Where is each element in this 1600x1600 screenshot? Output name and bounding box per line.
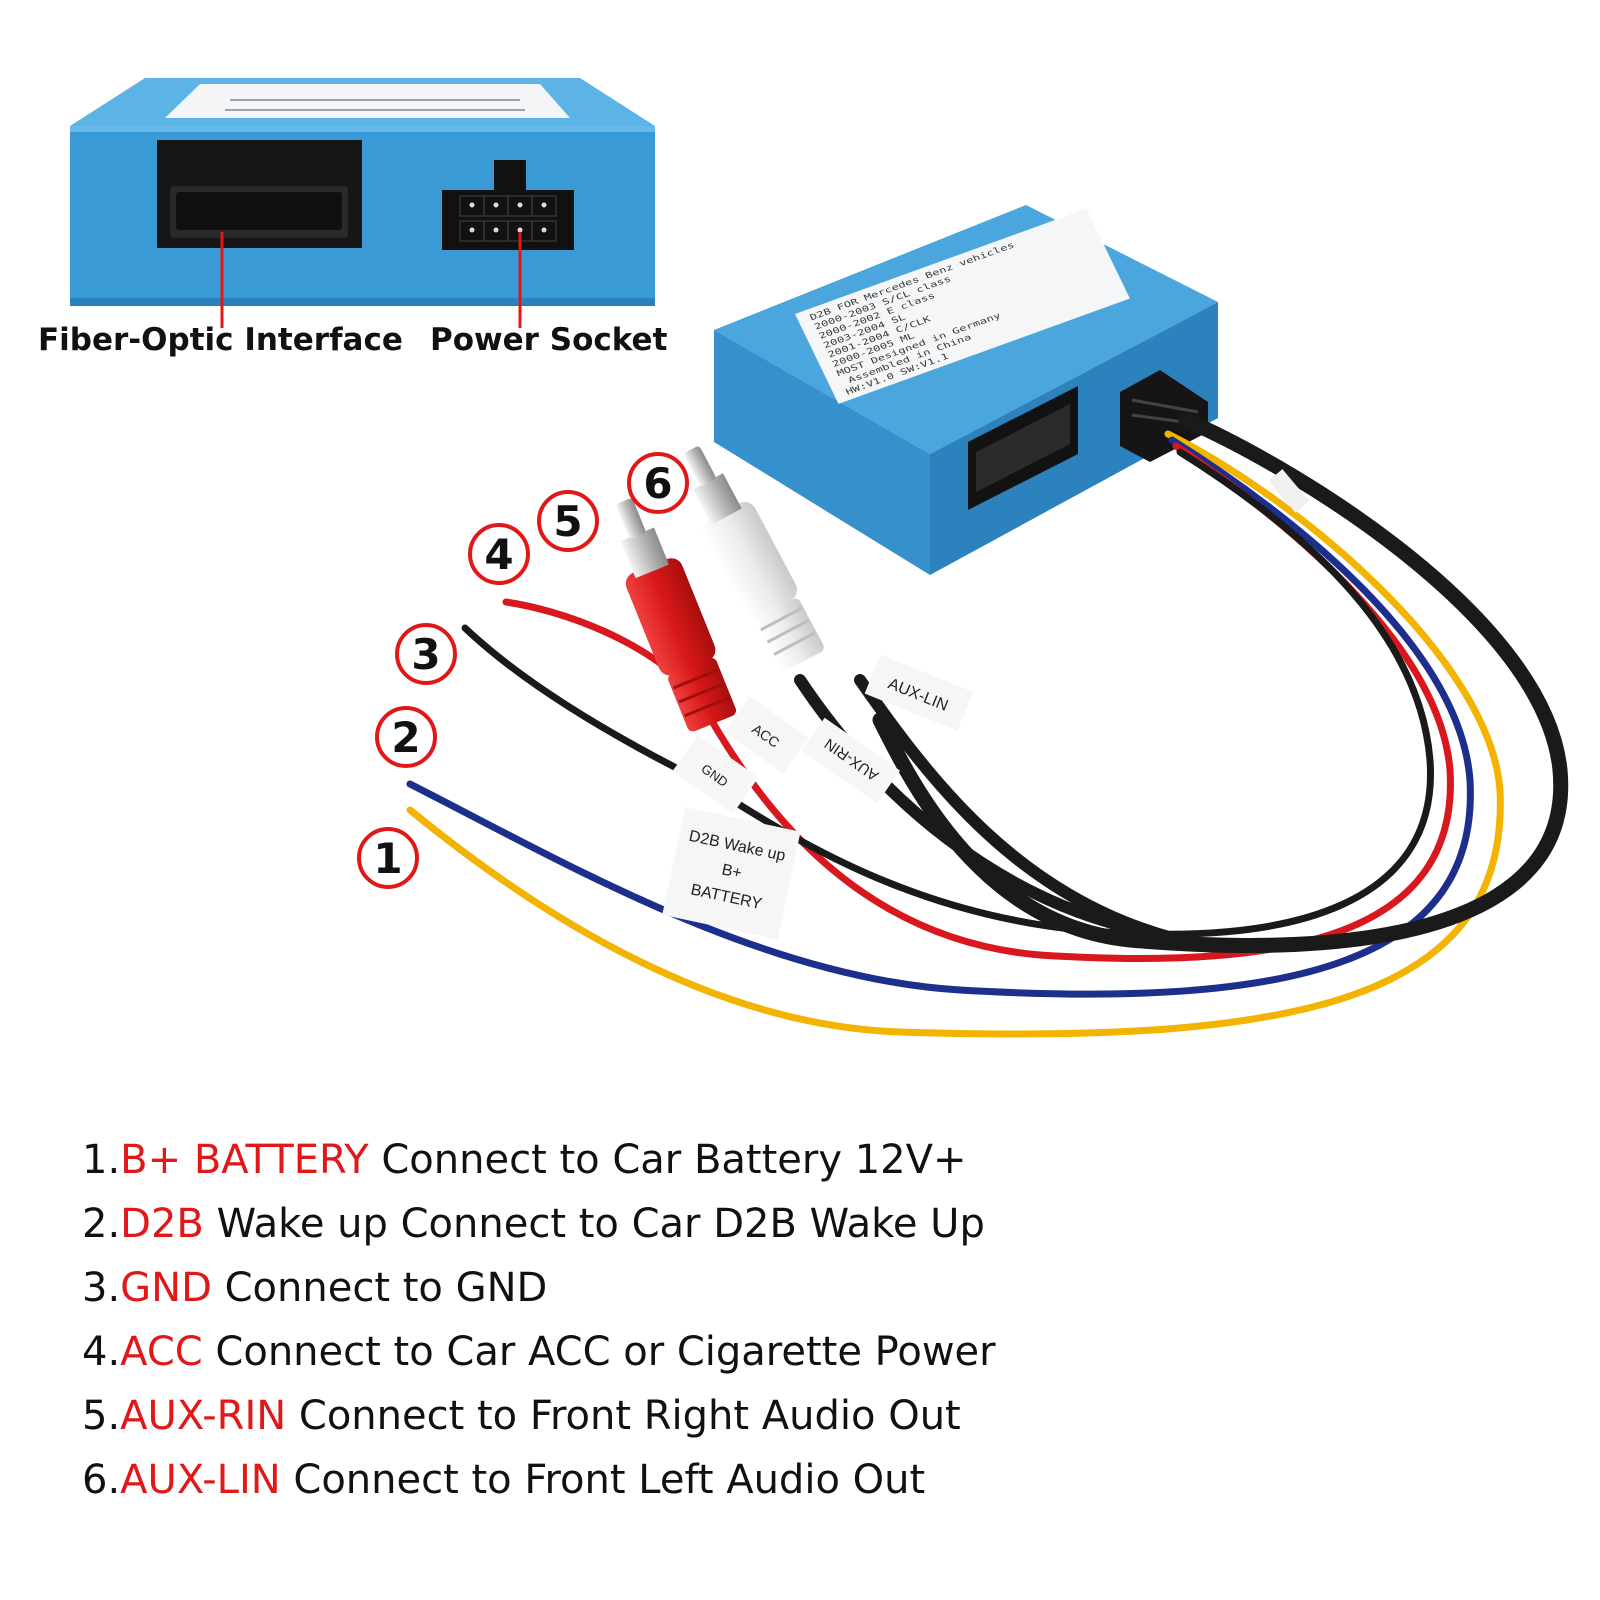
tag-d2b-battery: D2B Wake up B+ BATTERY xyxy=(662,807,801,940)
badge-1: 1 xyxy=(357,827,419,889)
legend-item-aux-rin: 5.AUX-RIN Connect to Front Right Audio O… xyxy=(82,1393,961,1439)
module-angled-view: D2B FOR Mercedes Benz vehicles2000-2003 … xyxy=(714,205,1218,575)
legend-item-battery: 1.B+ BATTERY Connect to Car Battery 12V+ xyxy=(82,1137,967,1183)
fiber-optic-callout: Fiber-Optic Interface xyxy=(38,322,403,358)
power-socket-callout: Power Socket xyxy=(430,322,668,358)
box-angled-label: D2B FOR Mercedes Benz vehicles2000-2003 … xyxy=(795,208,1130,404)
badge-4-text: 4 xyxy=(484,530,513,579)
fiber-optic-port xyxy=(157,140,362,248)
wire-yellow xyxy=(406,430,1504,1038)
rca-plug-red xyxy=(616,498,737,732)
tag-acc: ACC xyxy=(724,696,809,774)
badge-6-text: 6 xyxy=(643,459,672,508)
legend-item-acc: 4.ACC Connect to Car ACC or Cigarette Po… xyxy=(82,1329,996,1375)
legend-item-aux-lin: 6.AUX-LIN Connect to Front Left Audio Ou… xyxy=(82,1457,926,1503)
badge-5: 5 xyxy=(537,490,599,552)
legend-item-gnd: 3.GND Connect to GND xyxy=(82,1265,548,1311)
badge-3: 3 xyxy=(395,623,457,685)
angled-fiber-port xyxy=(968,386,1078,510)
tag-gnd: GND xyxy=(672,734,759,814)
rca-plug-white xyxy=(684,446,824,671)
badge-1-text: 1 xyxy=(373,834,402,883)
badge-6: 6 xyxy=(627,452,689,514)
badge-2: 2 xyxy=(375,706,437,768)
wire-black-audio xyxy=(794,674,1146,936)
wiring-legend: 1.B+ BATTERY Connect to Car Battery 12V+… xyxy=(82,1128,1482,1512)
badge-3-text: 3 xyxy=(411,630,440,679)
cable-tie xyxy=(1268,469,1310,513)
wire-black-audio-2 xyxy=(854,674,1186,946)
badge-4: 4 xyxy=(468,523,530,585)
power-socket-port xyxy=(442,160,574,250)
module-front-view xyxy=(70,78,655,328)
tag-bplus-text: B+ xyxy=(720,861,743,882)
badge-5-text: 5 xyxy=(553,497,582,546)
legend-item-d2b: 2.D2B Wake up Connect to Car D2B Wake Up xyxy=(82,1201,985,1247)
badge-2-text: 2 xyxy=(391,713,420,762)
